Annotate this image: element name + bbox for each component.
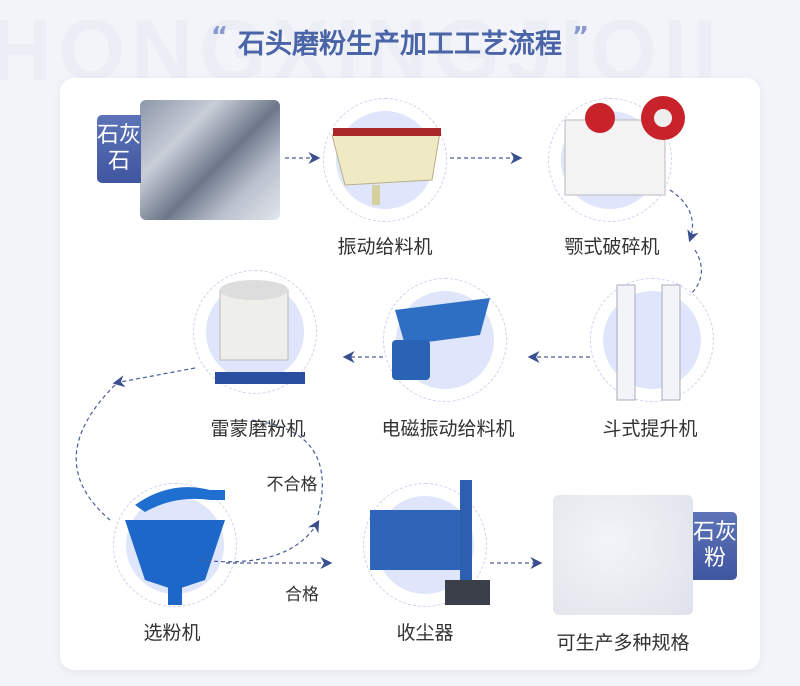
title-text: 石头磨粉生产加工工艺流程 — [238, 29, 562, 60]
limestone-powder-image — [553, 495, 693, 615]
limestone-tag: 石灰石 — [97, 115, 141, 183]
label-reject: 不合格 — [266, 475, 318, 495]
classifier-icon — [125, 487, 225, 605]
label-dust-collector: 收尘器 — [396, 622, 454, 644]
jaw-crusher-icon — [564, 96, 685, 196]
arrow-reject-return — [199, 519, 320, 563]
label-vibrating-feeder: 振动给料机 — [337, 236, 433, 258]
dust-collector-icon — [370, 480, 490, 605]
label-classifier: 选粉机 — [143, 622, 201, 644]
arrow-crusher-to-elevator — [689, 249, 702, 296]
label-electromagnetic-feeder: 电磁振动给料机 — [381, 418, 515, 440]
limestone-image — [140, 100, 280, 220]
arrow-crusher-down — [669, 189, 699, 243]
arrow-mill-out — [112, 367, 196, 388]
arrow-loop-left — [75, 384, 116, 521]
quote-close-icon: ” — [572, 22, 590, 52]
label-output: 可生产多种规格 — [556, 632, 690, 654]
raymond-mill-icon — [215, 280, 305, 384]
label-raymond-mill: 雷蒙磨粉机 — [210, 418, 306, 440]
arrow-reject-to-mill — [249, 419, 323, 516]
label-bucket-elevator: 斗式提升机 — [602, 418, 698, 440]
vibrating-feeder-icon — [331, 128, 441, 205]
label-jaw-crusher: 颚式破碎机 — [564, 236, 660, 258]
electromagnetic-feeder-icon — [392, 298, 490, 380]
limestone-powder-tag: 石灰粉 — [693, 512, 737, 580]
label-pass: 合格 — [285, 585, 319, 605]
page-title: “ 石头磨粉生产加工工艺流程 ” — [0, 22, 800, 61]
bucket-elevator-icon — [616, 284, 681, 401]
quote-open-icon: “ — [210, 22, 228, 52]
